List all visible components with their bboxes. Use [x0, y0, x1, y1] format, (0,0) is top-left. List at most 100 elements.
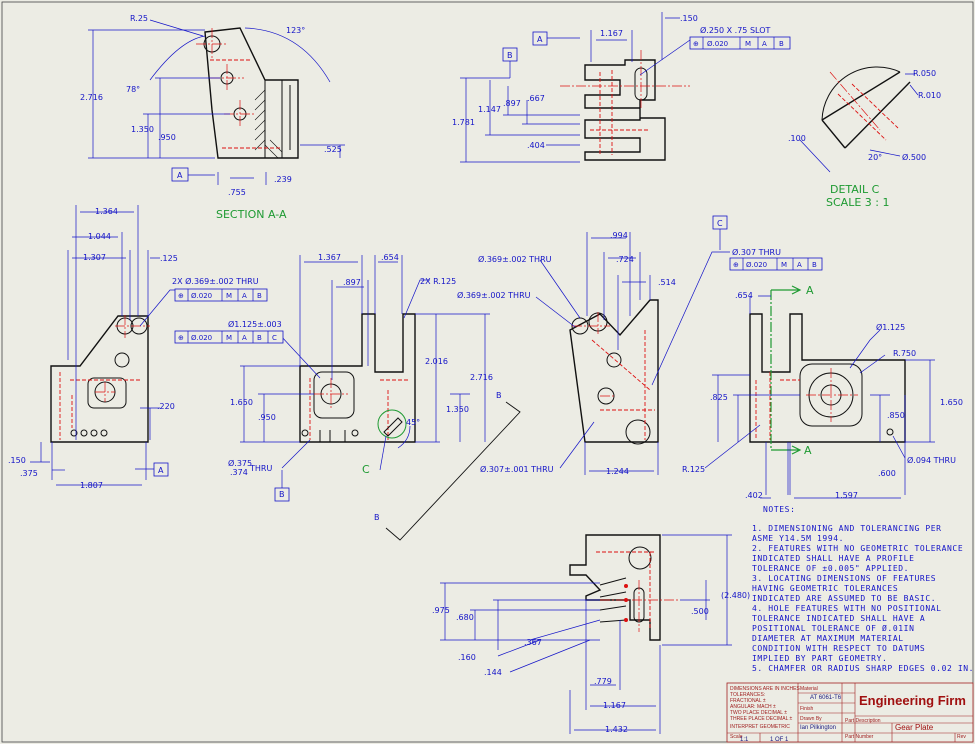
svg-text:M: M — [745, 40, 751, 48]
bot-dim-975: .975 — [432, 606, 450, 615]
bottom-view: (2.480) .975 .680 .500 .367 .160 .144 .7… — [432, 534, 750, 734]
svg-text:B: B — [257, 292, 262, 300]
right-dim-d1125: Ø1.125 — [876, 322, 905, 332]
svg-text:Ø.020: Ø.020 — [191, 334, 212, 342]
note-line-7: HAVING GEOMETRIC TOLERANCES — [752, 584, 898, 593]
tb-drawn-by: Ian Pilkington — [800, 725, 836, 731]
svg-text:Rev: Rev — [957, 734, 966, 740]
tb-material: AT 6061-T6 — [810, 695, 842, 701]
note-line-10: TOLERANCE INDICATED SHALL HAVE A — [752, 614, 925, 623]
top-dim-667: .667 — [527, 94, 545, 103]
detc-dim-100: .100 — [788, 134, 806, 143]
svg-text:⊕: ⊕ — [178, 334, 184, 342]
detc-dim-500: Ø.500 — [902, 152, 926, 162]
svg-text:THREE PLACE DECIMAL ±: THREE PLACE DECIMAL ± — [730, 716, 793, 722]
iso-frame-d: ⊕ Ø.020 M A B — [729, 257, 823, 271]
front-dim-950: .950 — [258, 413, 276, 422]
front-section-b-bot: B — [374, 513, 380, 522]
top-slot-callout: Ø.250 X .75 SLOT — [700, 25, 770, 35]
left-datum-a: A — [158, 466, 164, 475]
right-view: A A .654 Ø1.125 R.750 .825 1.650 .850 R.… — [682, 284, 963, 500]
top-datum-b: B — [507, 51, 513, 60]
iso-dim-994: .994 — [610, 231, 628, 240]
notes-heading: NOTES: — [763, 505, 796, 514]
detc-dim-20: 20° — [868, 153, 882, 162]
bot-dim-367: .367 — [524, 638, 542, 647]
front-dim-654: .654 — [381, 253, 399, 262]
front-dim-2016: 2.016 — [425, 357, 448, 366]
sec-dim-2716: 2.716 — [80, 93, 103, 102]
note-line-6: 3. LOCATING DIMENSIONS OF FEATURES — [752, 574, 936, 583]
left-dim-125: .125 — [160, 254, 178, 263]
note-line-15: 5. CHAMFER OR RADIUS SHARP EDGES 0.02 IN… — [752, 664, 974, 673]
right-dim-654: .654 — [735, 291, 753, 300]
detc-dim-r050: R.050 — [913, 69, 936, 78]
front-dim-1350: 1.350 — [446, 405, 469, 414]
left-hole-callout: 2X Ø.369±.002 THRU — [172, 276, 259, 286]
note-line-9: 4. HOLE FEATURES WITH NO POSITIONAL — [752, 604, 942, 613]
svg-text:Ø.020: Ø.020 — [746, 261, 767, 269]
sec-dim-239: .239 — [274, 175, 292, 184]
sec-dim-755: .755 — [228, 188, 246, 197]
top-dim-897: .897 — [503, 99, 521, 108]
svg-text:Part Description: Part Description — [845, 718, 881, 724]
svg-text:B: B — [812, 261, 817, 269]
front-dim-2xr125: 2X R.125 — [420, 277, 456, 286]
detc-dim-r010: R.010 — [918, 91, 941, 100]
sec-dim-525: .525 — [324, 145, 342, 154]
svg-text:Part Number: Part Number — [845, 734, 874, 740]
detail-c-view: R.050 R.010 .100 20° Ø.500 DETAIL C SCAL… — [788, 66, 941, 209]
iso-datum-c: C — [717, 219, 723, 228]
right-dim-825: .825 — [710, 393, 728, 402]
top-dim-1147: 1.147 — [478, 105, 501, 114]
svg-text:Ø.020: Ø.020 — [191, 292, 212, 300]
top-dim-150: .150 — [680, 14, 698, 23]
svg-text:DIMENSIONS ARE IN INCHES: DIMENSIONS ARE IN INCHES — [730, 686, 800, 692]
svg-text:Finish: Finish — [800, 706, 814, 712]
svg-text:B: B — [257, 334, 262, 342]
bot-dim-160: .160 — [458, 653, 476, 662]
left-dim-220: .220 — [157, 402, 175, 411]
top-datum-a: A — [537, 35, 543, 44]
detail-c-scale: SCALE 3 : 1 — [826, 196, 889, 209]
front-thru-lower: .374 — [230, 468, 248, 477]
svg-text:⊕: ⊕ — [693, 40, 699, 48]
iso-callout-d: Ø.307 THRU — [732, 247, 781, 257]
title-block: DIMENSIONS ARE IN INCHES TOLERANCES: FRA… — [726, 682, 974, 743]
bot-dim-2480: (2.480) — [721, 591, 750, 600]
top-dim-1781: 1.781 — [452, 118, 475, 127]
note-line-2: ASME Y14.5M 1994. — [752, 534, 844, 543]
top-dim-404: .404 — [527, 141, 545, 150]
front-detail-c-label: C — [362, 463, 370, 476]
left-dim-1364: 1.364 — [95, 207, 118, 216]
svg-text:A: A — [762, 40, 767, 48]
front-thru-word: THRU — [249, 464, 272, 473]
front-thru-upper: Ø.375 — [228, 458, 252, 468]
svg-text:TWO PLACE DECIMAL ±: TWO PLACE DECIMAL ± — [730, 710, 787, 716]
svg-text:B: B — [779, 40, 784, 48]
front-dim-1650: 1.650 — [230, 398, 253, 407]
svg-text:Ø.020: Ø.020 — [707, 40, 728, 48]
svg-text:M: M — [781, 261, 787, 269]
tb-scale: 1:1 — [740, 737, 749, 743]
front-view: 1.367 .654 .897 2X R.125 2.016 2.716 1.6… — [174, 253, 521, 541]
left-dim-1307: 1.307 — [83, 253, 106, 262]
svg-text:ANGULAR: MACH ±: ANGULAR: MACH ± — [730, 704, 776, 710]
front-dim-2716: 2.716 — [470, 373, 493, 382]
note-line-11: POSITIONAL TOLERANCE OF Ø.01IN — [752, 623, 915, 633]
svg-text:TOLERANCES:: TOLERANCES: — [730, 692, 765, 698]
note-line-12: DIAMETER AT MAXIMUM MATERIAL — [752, 634, 904, 643]
right-dim-600: .600 — [878, 469, 896, 478]
right-dim-1597: 1.597 — [835, 491, 858, 500]
note-line-3: 2. FEATURES WITH NO GEOMETRIC TOLERANCE — [752, 544, 963, 553]
left-dim-375: .375 — [20, 469, 38, 478]
sec-dim-r25: R.25 — [130, 14, 148, 23]
bot-dim-144: .144 — [484, 668, 502, 677]
bot-dim-1167: 1.167 — [603, 701, 626, 710]
iso-view: C .994 .724 .514 1.244 Ø.369±.002 THRU Ø… — [457, 215, 823, 476]
tb-firm-name: Engineering Firm — [859, 693, 966, 708]
sec-dim-123: 123° — [286, 26, 305, 35]
svg-text:C: C — [272, 334, 277, 342]
bot-dim-500: .500 — [691, 607, 709, 616]
detail-c-title: DETAIL C — [830, 183, 880, 196]
